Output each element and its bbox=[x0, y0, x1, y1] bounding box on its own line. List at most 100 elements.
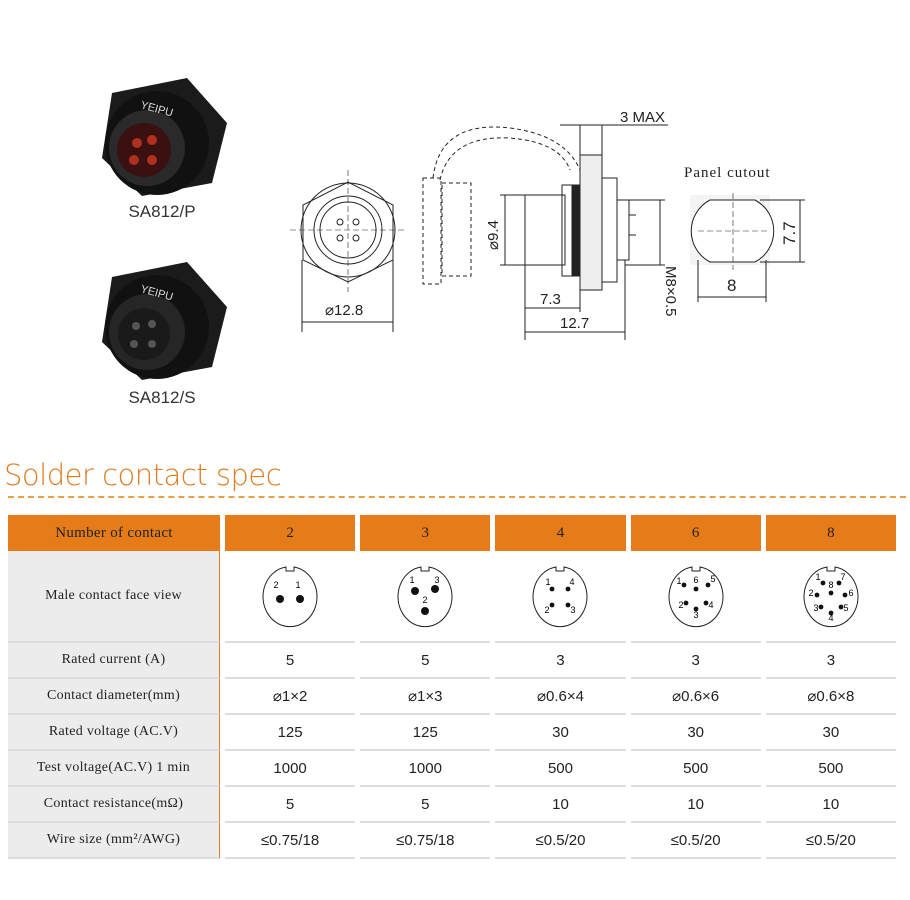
pin-number: 1 bbox=[546, 577, 551, 587]
dim-panel-max: 3 MAX bbox=[620, 109, 665, 126]
row-label: Wire size (mm²/AWG) bbox=[8, 823, 220, 859]
dim-cutout-height: 7.7 bbox=[780, 221, 799, 245]
table-cell: ≤0.75/18 bbox=[225, 823, 356, 859]
dim-12-7: 12.7 bbox=[560, 315, 589, 332]
section-title: Solder contact spec bbox=[4, 458, 282, 492]
contact-pin bbox=[431, 585, 440, 593]
row-label: Contact resistance(mΩ) bbox=[8, 787, 220, 823]
table-row: Contact diameter(mm)⌀1×2⌀1×3⌀0.6×4⌀0.6×6… bbox=[8, 679, 896, 715]
pin-number: 2 bbox=[423, 595, 428, 605]
panel-cutout: Panel cutout 7.7 8 bbox=[684, 165, 805, 302]
table-cell: 5 bbox=[225, 787, 356, 823]
header-label: Number of contact bbox=[8, 515, 220, 551]
pin-number: 2 bbox=[678, 600, 683, 610]
contact-pin bbox=[566, 586, 571, 592]
pin-number: 3 bbox=[571, 605, 576, 615]
table-cell: 5 bbox=[360, 787, 491, 823]
dim-cutout-width: 8 bbox=[727, 276, 736, 295]
connector-outline bbox=[668, 566, 724, 628]
product-label: SA812/P bbox=[128, 202, 196, 221]
product-image-female: YEIPU bbox=[92, 252, 227, 382]
pin-number: 8 bbox=[828, 580, 833, 590]
table-cell: 3 bbox=[765, 643, 896, 679]
table-cell: 30 bbox=[495, 715, 626, 751]
table-cell: 3 bbox=[630, 643, 761, 679]
contact-pin bbox=[693, 606, 699, 612]
header-cell: 3 bbox=[360, 515, 491, 551]
table-cell: 500 bbox=[630, 751, 761, 787]
pin-number: 7 bbox=[840, 572, 845, 582]
pin-number: 1 bbox=[410, 575, 415, 585]
row-label: Rated voltage (AC.V) bbox=[8, 715, 220, 751]
contact-pin bbox=[550, 602, 555, 608]
contact-face-diagram: 1 4 2 3 bbox=[533, 566, 588, 628]
table-cell: 30 bbox=[765, 715, 896, 751]
contact-pin bbox=[276, 595, 285, 603]
contact-pin bbox=[828, 590, 834, 596]
pin-number: 1 bbox=[296, 580, 301, 590]
header-cell: 8 bbox=[765, 515, 896, 551]
pin-number: 2 bbox=[545, 605, 550, 615]
contact-pin bbox=[838, 604, 844, 610]
dim-front-diameter: ⌀12.8 bbox=[325, 302, 363, 319]
connector-outline bbox=[533, 566, 588, 628]
contact-pin bbox=[828, 610, 834, 616]
table-cell: 3 bbox=[495, 643, 626, 679]
pin-number: 4 bbox=[828, 613, 833, 623]
spec-table: Number of contact 2 3 4 6 8 Male contact… bbox=[3, 515, 901, 859]
table-header-row: Number of contact 2 3 4 6 8 bbox=[8, 515, 896, 551]
side-view: ⌀9.4 3 MAX 7.3 12.7 M8×0.5 bbox=[422, 109, 679, 340]
panel-cutout-title: Panel cutout bbox=[684, 165, 771, 181]
table-row: Wire size (mm²/AWG)≤0.75/18≤0.75/18≤0.5/… bbox=[8, 823, 896, 859]
contact-pin bbox=[683, 600, 689, 606]
connector-outline bbox=[397, 566, 453, 628]
connector-outline bbox=[803, 566, 859, 628]
row-label: Contact diameter(mm) bbox=[8, 679, 220, 715]
table-cell: ≤0.75/18 bbox=[360, 823, 491, 859]
contact-pin bbox=[818, 604, 824, 610]
contact-pin bbox=[421, 607, 430, 615]
table-cell: 10 bbox=[495, 787, 626, 823]
table-cell: ⌀0.6×4 bbox=[495, 679, 626, 715]
dim-7-3: 7.3 bbox=[540, 291, 561, 308]
table-cell: ≤0.5/20 bbox=[630, 823, 761, 859]
table-cell: 10 bbox=[630, 787, 761, 823]
row-label: Rated current (A) bbox=[8, 643, 220, 679]
table-cell: ⌀0.6×6 bbox=[630, 679, 761, 715]
pin-number: 6 bbox=[848, 588, 853, 598]
contact-pin bbox=[681, 582, 687, 588]
pin-number: 4 bbox=[570, 577, 575, 587]
contact-pin bbox=[566, 602, 571, 608]
contact-pin bbox=[693, 586, 699, 592]
contact-pin bbox=[836, 580, 842, 586]
pin-number: 1 bbox=[815, 572, 820, 582]
table-cell: ⌀1×3 bbox=[360, 679, 491, 715]
table-cell: 30 bbox=[630, 715, 761, 751]
pin-number: 3 bbox=[435, 575, 440, 585]
contact-face-diagram: 1 32 bbox=[397, 566, 453, 628]
contact-pin bbox=[842, 592, 848, 598]
table-cell: ≤0.5/20 bbox=[495, 823, 626, 859]
pin-number: 3 bbox=[813, 603, 818, 613]
product-image-male: YEIPU bbox=[92, 68, 227, 198]
dim-body-diameter: ⌀9.4 bbox=[485, 220, 502, 250]
pin-number: 2 bbox=[274, 580, 279, 590]
product-label: SA812/S bbox=[128, 388, 196, 407]
contact-pin bbox=[411, 587, 420, 595]
table-cell: 500 bbox=[495, 751, 626, 787]
table-cell: 1000 bbox=[360, 751, 491, 787]
contact-pin bbox=[705, 582, 711, 588]
connector-outline bbox=[262, 566, 318, 628]
header-cell: 4 bbox=[495, 515, 626, 551]
pin-number: 6 bbox=[693, 575, 698, 585]
contact-pin bbox=[820, 580, 826, 586]
